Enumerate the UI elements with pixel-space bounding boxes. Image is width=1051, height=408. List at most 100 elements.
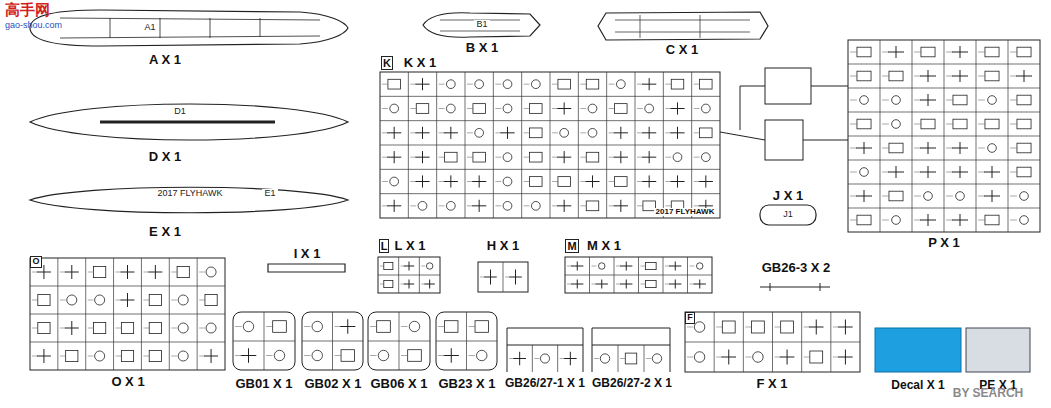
sprue-part [273, 321, 287, 333]
sprue-part [978, 100, 985, 101]
sprue-part [304, 355, 311, 356]
sprue-part [204, 349, 218, 363]
sprue-part [580, 108, 586, 109]
sprue-part [694, 181, 700, 182]
sprue-part [609, 84, 615, 85]
sprue-part [387, 127, 401, 139]
sprue-label: P X 1 [926, 236, 962, 250]
sprue-part [673, 153, 682, 162]
sprue-part [121, 293, 135, 307]
sprue-part [1017, 167, 1031, 177]
sprue-part [444, 175, 458, 187]
sprue-part [274, 350, 284, 360]
sprue-part [665, 84, 671, 85]
sprue-part [149, 294, 161, 305]
sprue-part [382, 108, 388, 109]
sprue-part [699, 175, 713, 187]
sprue-part [312, 350, 322, 360]
sprue-tag: F [685, 312, 695, 324]
sprue-part [503, 104, 512, 113]
sprue-part [882, 124, 889, 125]
sprue-part [946, 196, 953, 197]
sprue-part [235, 326, 242, 327]
sprue-part [596, 280, 608, 289]
sprue-part [503, 153, 512, 162]
sprue-part [775, 327, 781, 328]
sprue-part [380, 120, 720, 121]
sprue-part [171, 328, 177, 329]
sprue-part [882, 76, 889, 77]
sprue-part [495, 84, 501, 85]
sprue-part [978, 172, 985, 173]
sprue-part [32, 272, 38, 273]
sprue-part [475, 80, 484, 89]
sprue-label: F X 1 [754, 377, 789, 391]
sprue-part [558, 177, 570, 187]
sprue-part [920, 70, 936, 82]
sprue-part [475, 321, 488, 333]
sprue-part [580, 157, 586, 158]
sprue-part [892, 96, 901, 105]
sprue-part [952, 70, 968, 82]
sprue-label: L X 1 [393, 239, 428, 253]
sprue-part [857, 47, 871, 57]
part-i [268, 264, 345, 272]
sprue-part [382, 132, 388, 133]
sprue-part [669, 280, 681, 289]
sprue-part [586, 79, 598, 89]
sprue-part [571, 262, 583, 271]
sprue-part [557, 345, 558, 372]
sprue-part [266, 326, 273, 327]
sprue-part [669, 262, 681, 271]
sprue-part [641, 284, 646, 285]
sprue-part [409, 321, 419, 331]
hull-part-d [30, 104, 348, 140]
mold-marking: 2017 FLYHAWK [155, 189, 224, 199]
sprue-block [765, 68, 811, 104]
sprue-part [564, 352, 577, 366]
sprue-part [149, 322, 161, 333]
sprue-part [694, 132, 700, 133]
sprue-part [670, 175, 684, 187]
sprue-part [588, 104, 597, 113]
sprue-part [642, 127, 656, 139]
sprue-part [978, 76, 985, 77]
sprue-part [920, 142, 936, 154]
sprue-part [609, 108, 615, 109]
sprue-part [495, 157, 501, 158]
sprue-part [642, 151, 656, 163]
sprue-part [439, 108, 445, 109]
sprue-part [304, 326, 311, 327]
sprue-part [850, 220, 857, 221]
sprue-part [340, 319, 355, 334]
sprue-part [473, 104, 485, 114]
sprue-part [1010, 148, 1017, 149]
sprue-part [586, 201, 598, 211]
sprue-part [177, 266, 189, 277]
sprue-part [384, 262, 393, 269]
sprue-part [65, 321, 79, 335]
sprue-part [477, 350, 487, 360]
part-number: J1 [781, 210, 795, 220]
sprue-part [552, 132, 558, 133]
sprue-part [642, 175, 656, 187]
sprue-part [700, 128, 712, 138]
sprue-part [946, 124, 953, 125]
sprue-part [745, 357, 751, 358]
sprue-part [1010, 220, 1017, 221]
sprue-part [439, 205, 445, 206]
sprue-part [637, 181, 643, 182]
sprue-part [30, 342, 225, 343]
sprue-part [88, 328, 94, 329]
sprue-part [946, 220, 953, 221]
sprue-frame-gb26-27-2 [592, 328, 670, 372]
sprue-part [857, 119, 871, 129]
sprue-part [30, 286, 225, 287]
sprue-part [988, 144, 997, 153]
sprue-part [988, 96, 997, 105]
sprue-part [341, 350, 354, 362]
part-number: E1 [262, 189, 277, 199]
sprue-part [60, 300, 66, 301]
sprue-part [687, 357, 693, 358]
sprue-part [38, 294, 50, 305]
